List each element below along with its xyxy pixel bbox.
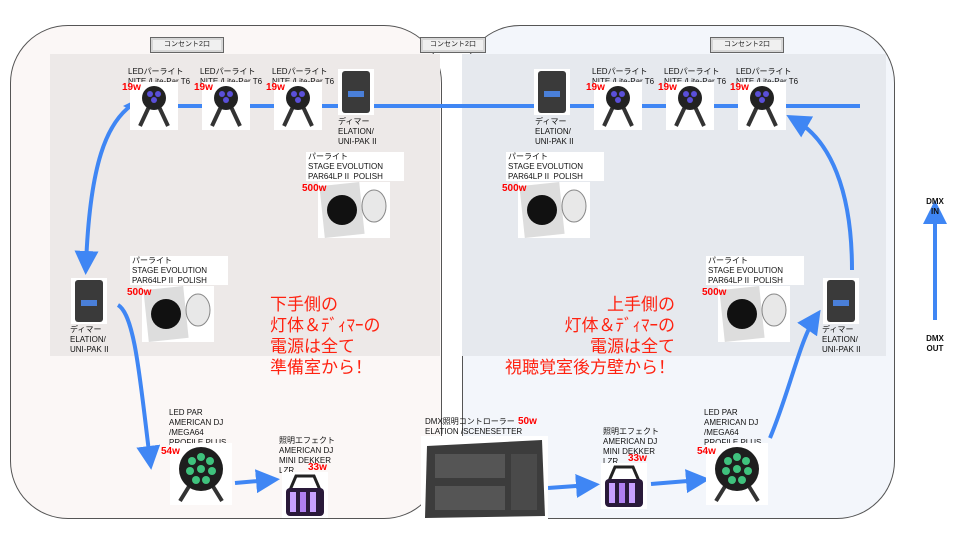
par64-watt: 500w xyxy=(302,183,327,194)
outlet-left: コンセント2口 xyxy=(150,37,224,53)
par64-image xyxy=(518,182,590,238)
par64-label: パーライト STAGE EVOLUTION PAR64LP II POLISH xyxy=(706,256,804,285)
stage-left-power-note: 下手側の 灯体＆ﾃﾞｨﾏｰの 電源は全て 準備室から！ xyxy=(270,295,381,377)
led-par-watt: 19w xyxy=(658,82,677,93)
dimmer-label: ディマー ELATION/ UNI-PAK II xyxy=(338,117,377,146)
led-par-watt: 19w xyxy=(266,82,285,93)
led-par-large-image xyxy=(706,443,768,505)
controller-label: DMX照明コントローラー ELATION /SCENESETTER xyxy=(425,417,523,436)
arrow-right-dimmer-to-top xyxy=(786,115,854,271)
led-par-label: LEDパーライト NITE /Lite-Par T6 xyxy=(272,67,335,86)
arrow-ledpar-to-effect-left xyxy=(234,469,280,494)
effect-watt: 33w xyxy=(628,453,647,464)
effect-label: 照明エフェクト AMERICAN DJ MINI DEKKER LZR xyxy=(603,427,659,466)
dimmer-image xyxy=(534,69,570,115)
led-par-image xyxy=(594,82,642,130)
arrow-effect-to-ledpar-right xyxy=(650,469,710,494)
par64-image xyxy=(142,286,214,342)
outlet-right: コンセント2口 xyxy=(710,37,784,53)
arrow-left-dimmer-to-ledpar xyxy=(116,303,161,470)
par64-watt: 500w xyxy=(702,287,727,298)
par64-image xyxy=(318,182,390,238)
led-par-watt: 19w xyxy=(586,82,605,93)
par64-label: パーライト STAGE EVOLUTION PAR64LP II POLISH xyxy=(130,256,228,285)
par64-watt: 500w xyxy=(127,287,152,298)
led-par-watt: 19w xyxy=(194,82,213,93)
dimmer-image xyxy=(71,278,107,324)
dimmer-image xyxy=(823,278,859,324)
dimmer-image xyxy=(338,69,374,115)
par64-label: パーライト STAGE EVOLUTION PAR64LP II POLISH xyxy=(306,152,404,181)
led-par-label: LEDパーライト NITE /Lite-Par T6 xyxy=(592,67,655,86)
par64-watt: 500w xyxy=(502,183,527,194)
led-par-watt: 19w xyxy=(122,82,141,93)
led-par-image xyxy=(274,82,322,130)
led-par-label: LEDパーライト NITE /Lite-Par T6 xyxy=(664,67,727,86)
arrow-ledpar-to-right-dimmer xyxy=(768,309,821,439)
dimmer-label: ディマー ELATION/ UNI-PAK II xyxy=(535,117,574,146)
led-par-image xyxy=(738,82,786,130)
led-par-large-label: LED PAR AMERICAN DJ /MEGA64 PROFILE PLUS xyxy=(704,408,761,447)
dimmer-label: ディマー ELATION/ UNI-PAK II xyxy=(70,325,109,354)
led-par-label: LEDパーライト NITE /Lite-Par T6 xyxy=(128,67,191,86)
dmx-in-label: DMX IN xyxy=(926,197,944,216)
controller-watt: 50w xyxy=(518,416,537,427)
effect-label: 照明エフェクト AMERICAN DJ MINI DEKKER LZR xyxy=(279,436,335,475)
led-par-large-watt: 54w xyxy=(697,446,716,457)
effect-image xyxy=(282,472,328,518)
led-par-image xyxy=(202,82,250,130)
led-par-large-watt: 54w xyxy=(161,446,180,457)
controller-image xyxy=(421,436,548,522)
led-par-label: LEDパーライト NITE /Lite-Par T6 xyxy=(736,67,799,86)
led-par-watt: 19w xyxy=(730,82,749,93)
led-par-large-image xyxy=(170,443,232,505)
led-par-large-label: LED PAR AMERICAN DJ /MEGA64 PROFILE PLUS xyxy=(169,408,226,447)
dimmer-label: ディマー ELATION/ UNI-PAK II xyxy=(822,325,861,354)
effect-watt: 33w xyxy=(308,462,327,473)
led-par-image xyxy=(130,82,178,130)
led-par-image xyxy=(666,82,714,130)
outlet-center: コンセント2口 xyxy=(420,37,486,53)
led-par-label: LEDパーライト NITE /Lite-Par T6 xyxy=(200,67,263,86)
par64-image xyxy=(718,286,790,342)
effect-image xyxy=(601,463,647,509)
dmx-out-label: DMX OUT xyxy=(926,334,944,353)
arrow-controller-to-effect-right xyxy=(547,474,600,498)
par64-label: パーライト STAGE EVOLUTION PAR64LP II POLISH xyxy=(506,152,604,181)
stage-right-power-note: 上手側の 灯体＆ﾃﾞｨﾏｰの 電源は全て 視聴覚室後方壁から！ xyxy=(505,295,675,377)
arrow-top-to-left-dimmer xyxy=(74,106,130,275)
